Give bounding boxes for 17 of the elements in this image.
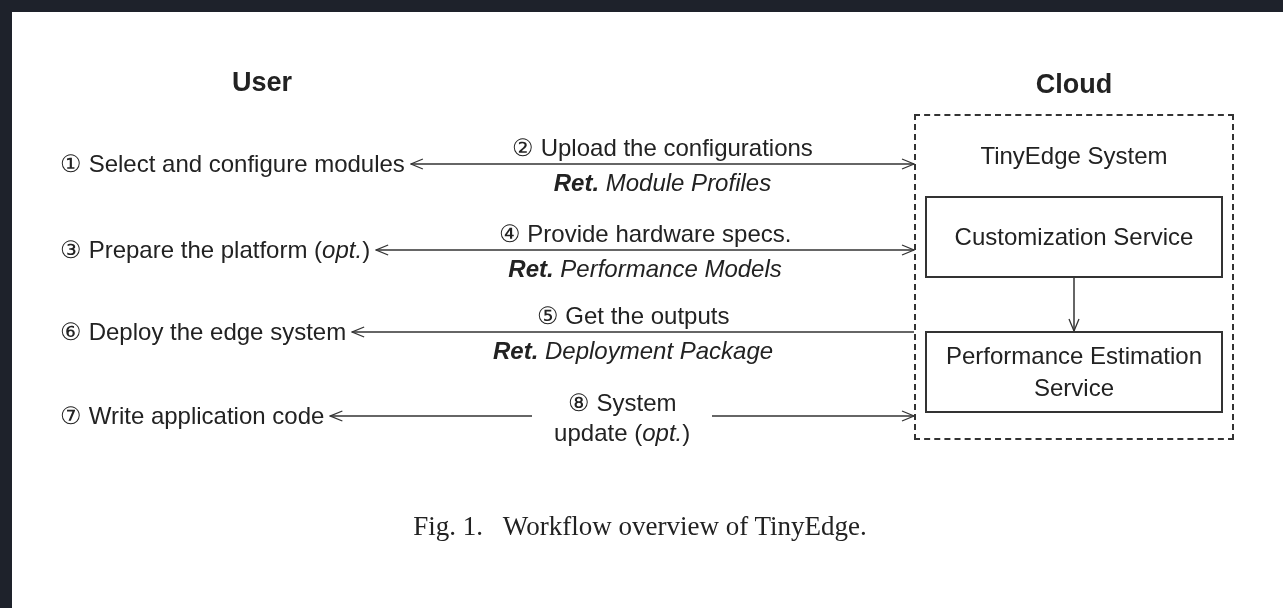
- group-heading: Cloud: [1035, 68, 1113, 101]
- return-label: Ret. Deployment Package: [493, 336, 774, 366]
- step-text: ⑦ Write application code: [60, 400, 325, 432]
- group-title: TinyEdge System: [980, 141, 1168, 171]
- step-text: ① Select and configure modules: [60, 148, 405, 180]
- arrow: [375, 244, 915, 256]
- arrow: [410, 158, 915, 170]
- process-box: Customization Service: [925, 196, 1223, 278]
- arrow: [1068, 277, 1080, 332]
- step-text: ⑥ Deploy the edge system: [60, 316, 347, 348]
- column-heading: User: [232, 66, 292, 99]
- step-text: ③ Prepare the platform (opt.): [60, 234, 371, 266]
- return-label: Ret. Module Profiles: [553, 168, 772, 198]
- figure-caption: Fig. 1. Workflow overview of TinyEdge.: [413, 510, 867, 543]
- arrow: [351, 326, 915, 338]
- process-box: Performance Estimation Service: [925, 331, 1223, 413]
- return-label: Ret. Performance Models: [508, 254, 782, 284]
